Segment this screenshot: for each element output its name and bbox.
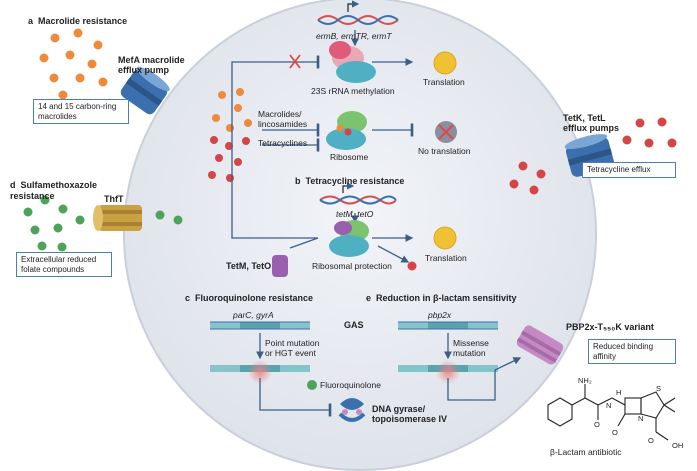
pbp2x-gene-label: pbp2x (428, 310, 452, 320)
section-c-lines (256, 333, 332, 417)
section-d-title-text: Sulfamethoxazole resistance (10, 180, 98, 201)
point-mutation-label: Point mutation or HGT event (265, 338, 320, 358)
missense-label: Missense mutation (453, 338, 489, 358)
tetm-teto-protein-icon (272, 255, 288, 277)
section-c-letter: c (185, 293, 191, 303)
h-atom: H (616, 388, 622, 397)
translation-top-label: Translation (423, 77, 465, 87)
parc-gyra-label: parC, gyrA (233, 310, 274, 320)
dna-gyrase-label: DNA gyrase/ topoisomerase IV (372, 404, 448, 424)
section-e-title-text: Reduction in β-lactam sensitivity (376, 293, 517, 303)
o-atom-2: O (612, 428, 618, 437)
pathway-lines (231, 30, 414, 249)
section-b-title: b Tetracycline resistance (295, 176, 404, 187)
section-c-title-text: Fluoroquinolone resistance (195, 293, 314, 303)
section-a-title-text: Macrolide resistance (38, 16, 128, 26)
o-atom-1: O (594, 420, 600, 429)
n-atom-1: N (606, 401, 612, 410)
folate-info-box: Extracellular reduced folate compounds (16, 252, 112, 277)
blocked-x-icon (289, 54, 301, 69)
tetracycline-efflux-box: Tetracycline efflux (582, 162, 676, 178)
macrolides-lincosamides-label: Macrolides/ lincosamides (258, 109, 308, 129)
section-d-letter: d (10, 180, 16, 190)
thft-label: ThfT (104, 194, 124, 204)
mutated-dna-icon-e (398, 360, 498, 384)
section-d-title: d Sulfamethoxazole resistance (10, 180, 100, 202)
tet-gene-dna-icon (319, 182, 397, 205)
thft-transporter-icon (93, 205, 142, 231)
section-a-letter: a (28, 16, 34, 26)
mefa-efflux-pump-icon (120, 66, 170, 115)
tet-pumps-label: TetK, TetL efflux pumps (563, 113, 620, 133)
mutated-dna-icon-c (210, 360, 310, 384)
section-e-lines (444, 333, 522, 401)
rrna-methylation-label: 23S rRNA methylation (311, 86, 395, 96)
section-a-title: a Macrolide resistance (28, 16, 127, 27)
section-b-title-text: Tetracycline resistance (305, 176, 405, 186)
no-translation-label: No translation (418, 146, 471, 156)
ribosome-icon (326, 111, 367, 150)
protected-ribosome-icon (329, 220, 369, 257)
fluoroquinolone-label: Fluoroquinolone (320, 380, 381, 390)
erm-gene-dna-icon (317, 0, 399, 25)
macrolide-info-box: 14 and 15 carbon-ring macrolides (33, 99, 129, 124)
o-atom-3: O (648, 436, 654, 445)
methylated-ribosome-icon (329, 41, 376, 83)
pbp2x-variant-icon (516, 325, 564, 365)
beta-lactam-structure-icon (547, 384, 676, 441)
mefa-pump-label: MefA macrolide efflux pump (118, 55, 185, 75)
n-atom-2: N (638, 414, 644, 423)
section-e-title: e Reduction in β-lactam sensitivity (366, 293, 517, 304)
beta-lactam-label: β-Lactam antibiotic (550, 447, 622, 457)
tetracyclines-label: Tetracyclines (258, 138, 308, 148)
macrolide-molecules-outside (39, 28, 108, 100)
pbp2x-dna-icon (398, 321, 498, 330)
parc-gyra-dna-icon (210, 321, 310, 330)
tet-genes-label: tetM, tetO (336, 209, 374, 219)
translation-mid-label: Translation (425, 253, 467, 263)
ribosomal-protection-label: Ribosomal protection (312, 261, 392, 271)
section-c-title: c Fluoroquinolone resistance (185, 293, 313, 304)
no-translation-icon (435, 121, 457, 143)
section-b-letter: b (295, 176, 301, 186)
erm-genes-label: ermB, ermTR, ermT (316, 31, 392, 41)
gas-label: GAS (344, 320, 364, 330)
ribosome-label: Ribosome (330, 152, 369, 162)
tetracycline-molecules-outside (509, 117, 677, 195)
oh-group: OH (672, 441, 684, 450)
dna-gyrase-icon (338, 398, 366, 422)
sulfamethoxazole-molecules (23, 195, 183, 252)
pbp2x-variant-label: PBP2x-T₅₅₀K variant (566, 322, 654, 332)
translation-protein-icon-top (433, 51, 457, 75)
nh2-atom: NH₂ (578, 376, 592, 385)
translation-protein-icon-mid (377, 226, 457, 271)
section-e-letter: e (366, 293, 372, 303)
tetm-teto-label: TetM, TetO (226, 261, 272, 271)
s-atom: S (656, 384, 662, 393)
reduced-binding-box: Reduced binding affinity (588, 339, 676, 364)
